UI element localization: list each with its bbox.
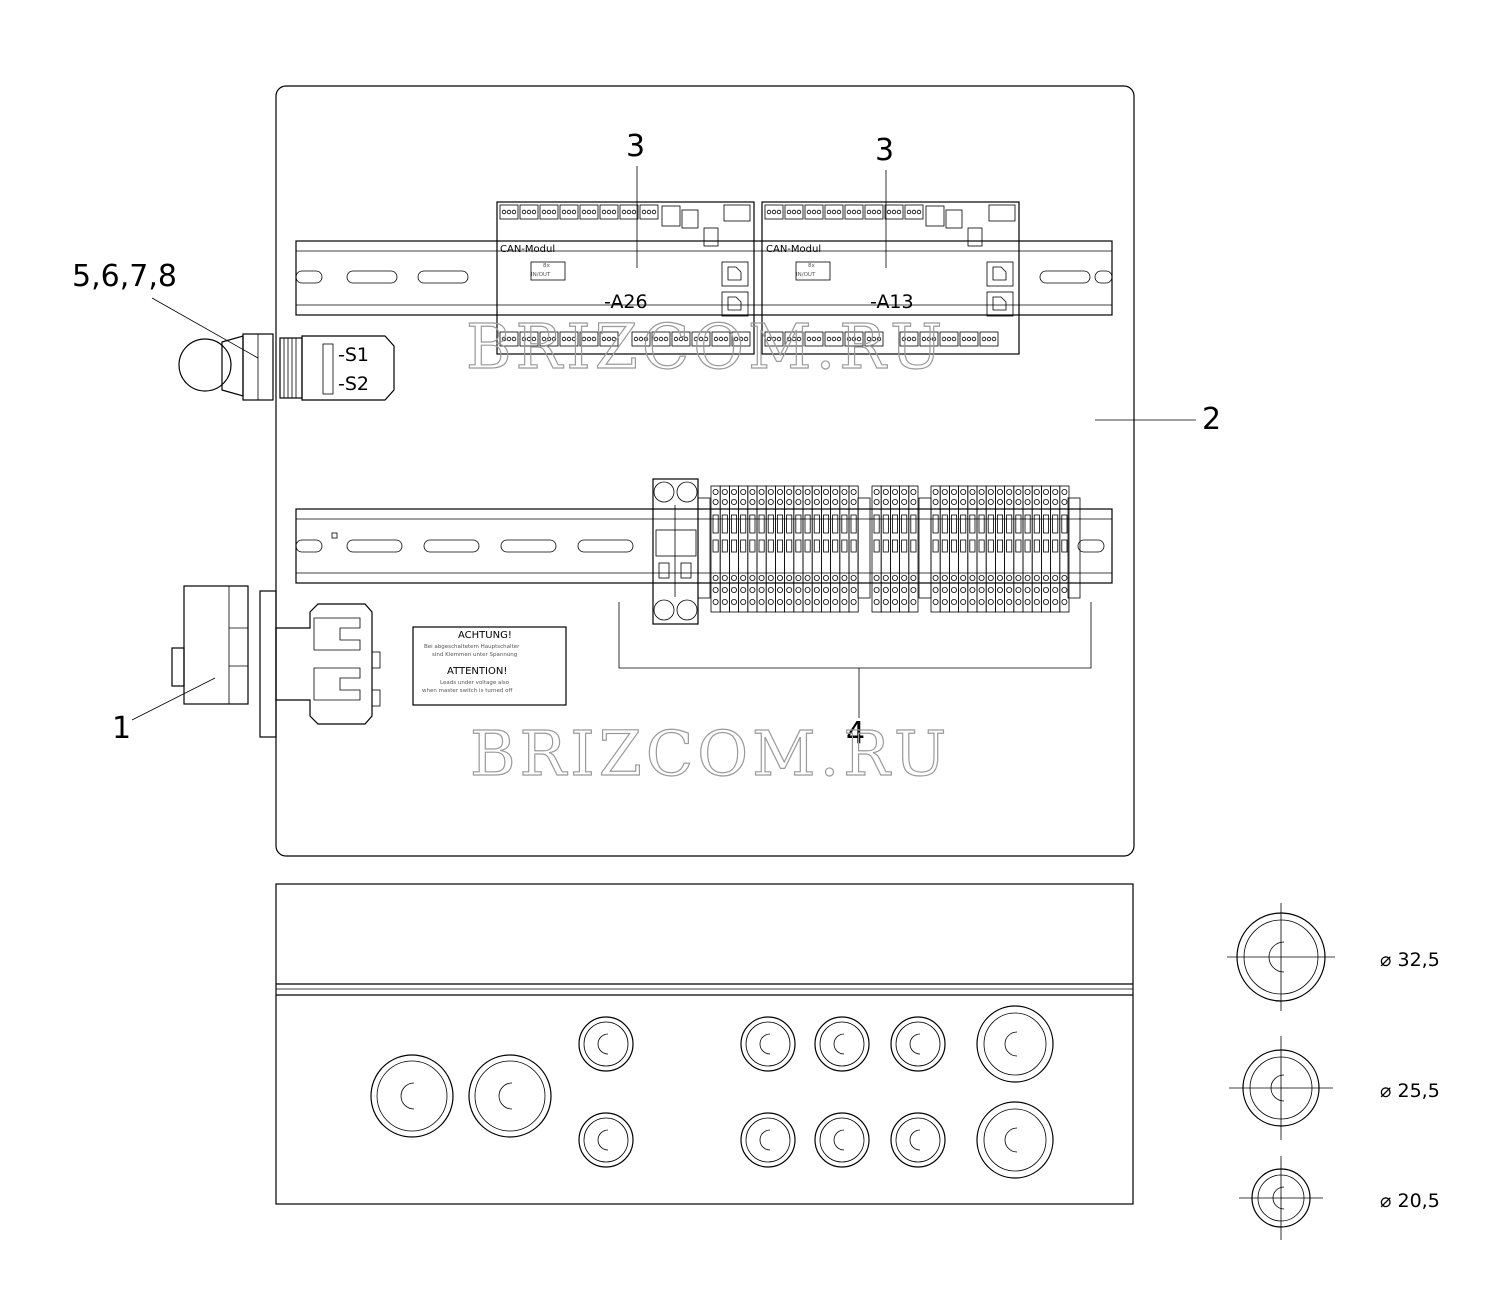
cable-gland bbox=[890, 1112, 946, 1168]
module-a13-sub1: 8x bbox=[808, 263, 815, 269]
module-terminal bbox=[519, 331, 539, 347]
warning-label: ACHTUNG! Bei abgeschaltetem Hauptschalte… bbox=[412, 626, 567, 706]
switch-s1: -S1 bbox=[338, 344, 369, 366]
cable-gland bbox=[468, 1054, 552, 1138]
power-terminal-block bbox=[652, 478, 699, 625]
module-a26-sub2: IN/OUT bbox=[531, 272, 551, 278]
module-terminal bbox=[919, 331, 939, 347]
watermark-bottom: BRIZCOM.RU bbox=[470, 717, 950, 790]
switch-s2: -S2 bbox=[338, 373, 369, 395]
module-terminal bbox=[959, 331, 979, 347]
module-a13-sub2: IN/OUT bbox=[796, 272, 816, 278]
module-terminal bbox=[764, 331, 784, 347]
mounting-plate bbox=[275, 85, 1135, 857]
cable-gland bbox=[740, 1112, 796, 1168]
hole-d3: ⌀ 20,5 bbox=[1380, 1190, 1440, 1212]
module-terminal bbox=[671, 331, 691, 347]
callout-2: 2 bbox=[1202, 402, 1221, 437]
module-terminal bbox=[731, 331, 751, 347]
module-terminal bbox=[631, 331, 651, 347]
module-terminal bbox=[864, 204, 884, 220]
terminal bbox=[1059, 485, 1070, 613]
module-a26-sub1: 8x bbox=[543, 263, 550, 269]
module-terminal bbox=[844, 204, 864, 220]
cable-gland bbox=[814, 1112, 870, 1168]
warning-line2-en: when master switch is turned off bbox=[422, 688, 512, 694]
module-terminal bbox=[939, 331, 959, 347]
cable-gland bbox=[976, 1005, 1054, 1083]
module-terminal bbox=[539, 204, 559, 220]
module-terminal bbox=[844, 331, 864, 347]
gland-plate bbox=[275, 883, 1134, 1205]
module-terminal bbox=[804, 331, 824, 347]
din-rail-bottom bbox=[295, 508, 1113, 584]
module-a26-tag: -A26 bbox=[604, 291, 648, 313]
module-terminal bbox=[784, 204, 804, 220]
module-terminal bbox=[519, 204, 539, 220]
module-terminal bbox=[639, 204, 659, 220]
callout-5-8: 5,6,7,8 bbox=[72, 259, 177, 294]
module-terminal bbox=[499, 331, 519, 347]
callout-4: 4 bbox=[846, 716, 865, 751]
module-terminal bbox=[599, 204, 619, 220]
cable-gland bbox=[370, 1054, 454, 1138]
module-terminal bbox=[904, 204, 924, 220]
cable-gland bbox=[578, 1016, 634, 1072]
module-terminal bbox=[691, 331, 711, 347]
cable-gland bbox=[740, 1016, 796, 1072]
can-module-a13: CAN-Modul 8x IN/OUT -A13 bbox=[761, 201, 1020, 355]
callout-3-left: 3 bbox=[626, 129, 645, 164]
terminal bbox=[908, 485, 919, 613]
warning-line2-de: sind Klemmen unter Spannung bbox=[432, 652, 517, 658]
hole-d1: ⌀ 32,5 bbox=[1380, 949, 1440, 971]
push-button-assembly: -S1 -S2 bbox=[178, 333, 395, 401]
warning-line1-de: Bei abgeschaltetem Hauptschalter bbox=[424, 644, 520, 650]
module-terminal bbox=[579, 204, 599, 220]
module-terminal bbox=[559, 331, 579, 347]
module-terminal bbox=[864, 331, 884, 347]
callout-3-right: 3 bbox=[875, 133, 894, 168]
hole-d2: ⌀ 25,5 bbox=[1380, 1080, 1440, 1102]
terminal-strip bbox=[697, 485, 1081, 613]
cable-gland bbox=[814, 1016, 870, 1072]
cable-gland bbox=[976, 1101, 1054, 1179]
warning-head-en: ATTENTION! bbox=[447, 666, 507, 677]
module-terminal bbox=[979, 331, 999, 347]
module-a13-title: CAN-Modul bbox=[766, 244, 821, 255]
module-terminal bbox=[824, 204, 844, 220]
module-terminal bbox=[764, 204, 784, 220]
module-a13-tag: -A13 bbox=[870, 291, 914, 313]
main-switch bbox=[171, 585, 381, 738]
module-terminal bbox=[711, 331, 731, 347]
warning-line1-en: Leads under voltage also bbox=[440, 680, 510, 686]
module-terminal bbox=[499, 204, 519, 220]
module-terminal bbox=[899, 331, 919, 347]
watermark-top: BRIZCOM.RU bbox=[466, 310, 946, 383]
cable-gland bbox=[890, 1016, 946, 1072]
module-terminal bbox=[651, 331, 671, 347]
callout-1: 1 bbox=[112, 711, 131, 746]
module-terminal bbox=[884, 204, 904, 220]
module-a26-title: CAN-Modul bbox=[500, 244, 555, 255]
can-module-a26: CAN-Modul 8x IN/OUT -A26 bbox=[496, 201, 755, 355]
warning-head-de: ACHTUNG! bbox=[458, 630, 512, 641]
module-terminal bbox=[539, 331, 559, 347]
module-terminal bbox=[619, 204, 639, 220]
module-terminal bbox=[804, 204, 824, 220]
module-terminal bbox=[784, 331, 804, 347]
module-terminal bbox=[824, 331, 844, 347]
hole-size-legend bbox=[1227, 903, 1335, 1240]
cable-gland bbox=[578, 1112, 634, 1168]
din-rail-top bbox=[295, 240, 1113, 316]
module-terminal bbox=[579, 331, 599, 347]
module-terminal bbox=[559, 204, 579, 220]
module-terminal bbox=[599, 331, 619, 347]
leader-lines bbox=[131, 166, 1196, 721]
